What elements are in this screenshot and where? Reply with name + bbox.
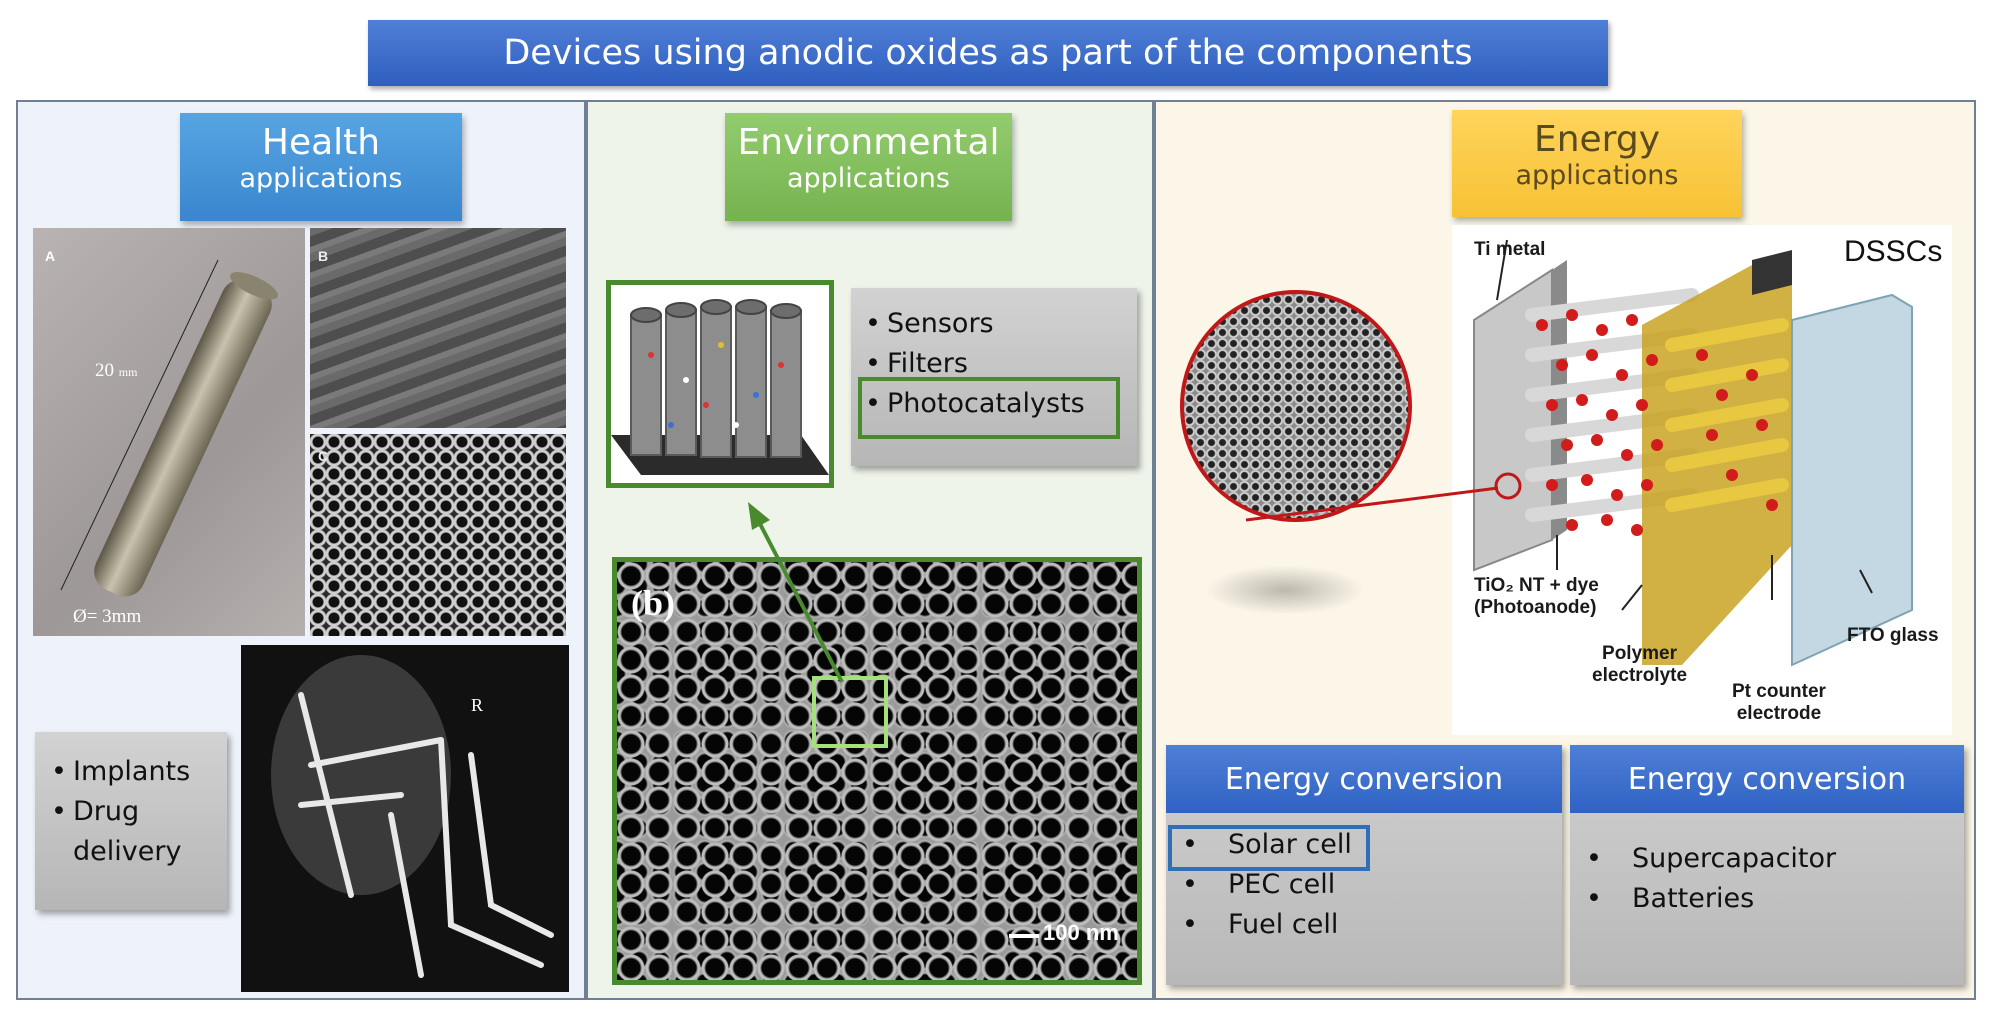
pt-label-line1: Pt counter bbox=[1732, 681, 1826, 702]
xray-skeleton-graphic bbox=[271, 655, 554, 978]
health-bullet-list: Implants Drug delivery bbox=[47, 752, 227, 872]
energy-conversion-header-left: Energy conversion bbox=[1166, 745, 1562, 813]
polymer-label-line1: Polymer bbox=[1602, 643, 1678, 664]
dssc-diagram: Ti metal DSSCs TiO₂ NT + dye (Photoanode… bbox=[1452, 225, 1952, 735]
environmental-bullet-item: Sensors bbox=[861, 304, 1137, 344]
pt-counter-electrode-label: Pt counter electrode bbox=[1732, 681, 1826, 725]
sem-label: (b) bbox=[631, 583, 675, 623]
energy-header-title: Energy bbox=[1533, 119, 1661, 160]
sem-photo-b: B bbox=[310, 228, 566, 428]
health-header-subtitle: applications bbox=[239, 163, 403, 194]
environmental-bullet-item: Photocatalysts bbox=[861, 384, 1137, 424]
implant-length-label: 20 mm bbox=[95, 360, 137, 382]
photocatalysts-highlight-box bbox=[858, 377, 1120, 439]
health-bullet-box: Implants Drug delivery bbox=[35, 732, 227, 910]
ti-metal-label: Ti metal bbox=[1474, 239, 1546, 260]
energy-conversion-item: Batteries bbox=[1570, 879, 1964, 919]
photo-b-label: B bbox=[318, 248, 329, 264]
environmental-header: Environmental applications bbox=[725, 113, 1012, 221]
fto-glass-label: FTO glass bbox=[1847, 625, 1939, 646]
implant-length-value: 20 bbox=[95, 360, 114, 381]
health-header-title: Health bbox=[261, 122, 381, 163]
pt-label-line2: electrode bbox=[1736, 703, 1822, 724]
energy-conversion-box-left: Energy conversion Solar cell PEC cell Fu… bbox=[1166, 745, 1562, 985]
environmental-header-subtitle: applications bbox=[786, 163, 950, 194]
tio2-label: TiO₂ NT + dye (Photoanode) bbox=[1474, 575, 1599, 619]
dssc-graphic bbox=[1473, 239, 1913, 667]
energy-header: Energy applications bbox=[1452, 110, 1742, 217]
energy-conversion-item: Solar cell bbox=[1166, 825, 1562, 865]
health-bullet-item: Drug delivery bbox=[47, 792, 193, 872]
energy-conversion-header-right: Energy conversion bbox=[1570, 745, 1964, 813]
implant-photo: A 20 mm Ø= 3mm bbox=[33, 228, 305, 636]
health-header: Health applications bbox=[180, 113, 462, 221]
scale-bar bbox=[1009, 934, 1039, 938]
zoom-arrow bbox=[748, 502, 844, 683]
energy-conversion-item: Fuel cell bbox=[1166, 905, 1562, 945]
implant-diameter-label: Ø= 3mm bbox=[73, 606, 142, 627]
polymer-label-line2: electrolyte bbox=[1592, 665, 1688, 686]
nanotube-array-graphic bbox=[611, 299, 829, 475]
pore-connector bbox=[1245, 472, 1522, 522]
xray-label: R bbox=[471, 695, 484, 715]
sem-pores-image: (b) 100 nm bbox=[612, 557, 1142, 985]
energy-conversion-list-right: Supercapacitor Batteries bbox=[1570, 813, 1964, 919]
environmental-bullet-item: Filters bbox=[861, 344, 1137, 384]
energy-conversion-item: Supercapacitor bbox=[1570, 839, 1964, 879]
energy-conversion-box-right: Energy conversion Supercapacitor Batteri… bbox=[1570, 745, 1964, 985]
pore-shadow bbox=[1205, 565, 1365, 615]
main-title: Devices using anodic oxides as part of t… bbox=[368, 20, 1608, 86]
photo-c-label: C bbox=[318, 448, 329, 464]
energy-header-subtitle: applications bbox=[1515, 160, 1679, 191]
tio2-label-line2: (Photoanode) bbox=[1474, 597, 1597, 618]
polymer-electrolyte-label: Polymer electrolyte bbox=[1592, 643, 1687, 687]
implant-length-unit: mm bbox=[118, 365, 138, 379]
environmental-bullet-list: Sensors Filters Photocatalysts bbox=[861, 304, 1137, 424]
photo-a-label: A bbox=[45, 248, 56, 264]
sem-photo-c: C bbox=[310, 434, 566, 636]
energy-conversion-list-left: Solar cell PEC cell Fuel cell bbox=[1166, 813, 1562, 945]
environmental-header-title: Environmental bbox=[737, 122, 1000, 163]
zoom-arrow-head bbox=[748, 502, 770, 530]
magnified-pore-circle bbox=[1180, 290, 1412, 522]
nanotube-array-illustration bbox=[606, 280, 834, 488]
sem-zoom-highlight-box bbox=[812, 676, 888, 748]
solar-cell-highlight-box bbox=[1168, 825, 1370, 871]
dssc-title: DSSCs bbox=[1844, 235, 1943, 268]
health-bullet-item: Implants bbox=[47, 752, 227, 792]
tio2-label-line1: TiO₂ NT + dye bbox=[1474, 575, 1599, 596]
scale-bar-label: 100 nm bbox=[1043, 920, 1119, 945]
implant-tube-graphic bbox=[60, 259, 278, 597]
xray-image: R bbox=[241, 645, 569, 992]
energy-conversion-item: PEC cell bbox=[1166, 865, 1562, 905]
